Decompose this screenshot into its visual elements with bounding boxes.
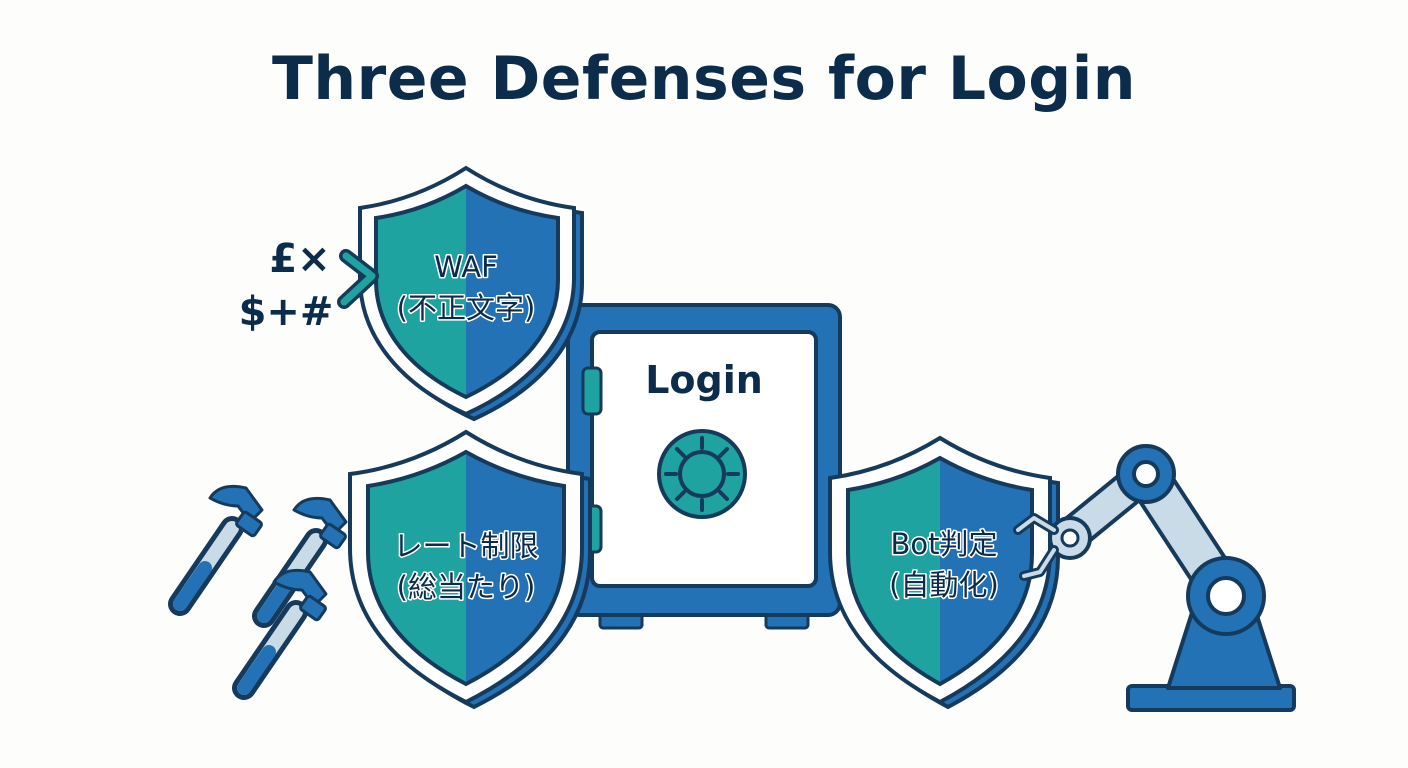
rate-limit-shield-icon: レート制限 (総当たり) — [348, 429, 592, 710]
robot-arm-icon — [1013, 444, 1296, 712]
bot-label: Bot判定 — [890, 527, 997, 561]
page-title: Three Defenses for Login — [271, 44, 1136, 114]
symbols-top: £× — [269, 236, 330, 282]
safe-label: Login — [645, 358, 763, 402]
rate-limit-sublabel: (総当たり) — [397, 570, 536, 604]
rate-limit-label: レート制限 — [393, 529, 538, 563]
hammer-icon — [244, 570, 327, 688]
safe-dial-icon — [657, 429, 747, 519]
bot-sublabel: (自動化) — [889, 568, 999, 602]
waf-label: WAF — [434, 250, 498, 284]
malicious-characters: £× $+# — [239, 236, 379, 335]
bot-shield-icon: Bot判定 (自動化) — [828, 435, 1060, 710]
waf-sublabel: (不正文字) — [397, 291, 536, 325]
symbols-bottom: $+# — [239, 289, 334, 335]
waf-shield-icon: WAF (不正文字) — [358, 165, 584, 422]
hammer-icon — [180, 486, 263, 604]
safe-icon: Login — [566, 303, 842, 630]
